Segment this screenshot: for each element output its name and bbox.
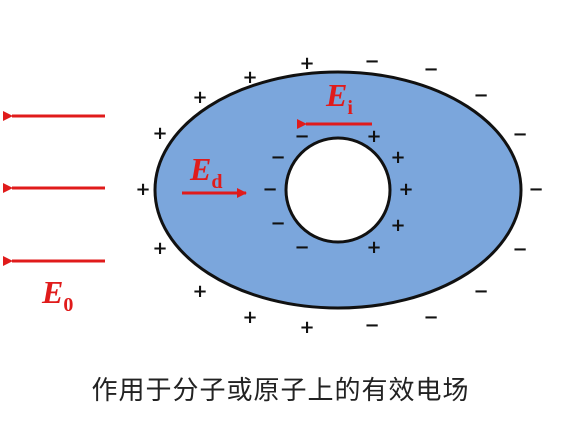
depolarization-field-label: Ed bbox=[189, 151, 222, 193]
outer-positive-charge: + bbox=[242, 307, 257, 328]
outer-positive-charge: + bbox=[135, 179, 150, 200]
cavity-negative-charge: − bbox=[270, 147, 285, 168]
outer-negative-charge: − bbox=[473, 85, 488, 106]
cavity-positive-charge: + bbox=[366, 237, 381, 258]
outer-negative-charge: − bbox=[512, 239, 527, 260]
outer-positive-charge: + bbox=[299, 317, 314, 338]
outer-negative-charge: − bbox=[423, 59, 438, 80]
outer-positive-charge: + bbox=[152, 123, 167, 144]
outer-negative-charge: − bbox=[473, 281, 488, 302]
outer-negative-charge: − bbox=[364, 51, 379, 72]
cavity-negative-charge: − bbox=[262, 179, 277, 200]
cavity-negative-charge: − bbox=[294, 126, 309, 147]
outer-positive-charge: + bbox=[192, 87, 207, 108]
outer-positive-charge: + bbox=[152, 238, 167, 259]
outer-positive-charge: + bbox=[192, 281, 207, 302]
cavity-positive-charge: + bbox=[390, 215, 405, 236]
outer-negative-charge: − bbox=[528, 179, 543, 200]
outer-negative-charge: − bbox=[364, 315, 379, 336]
cavity-positive-charge: + bbox=[398, 179, 413, 200]
outer-positive-charge: + bbox=[299, 53, 314, 74]
outer-positive-charge: + bbox=[242, 67, 257, 88]
cavity-circle bbox=[284, 136, 392, 244]
outer-negative-charge: − bbox=[512, 124, 527, 145]
cavity-negative-charge: − bbox=[270, 213, 285, 234]
inner-field-label: Ei bbox=[325, 77, 353, 119]
outer-negative-charge: − bbox=[423, 307, 438, 328]
cavity-positive-charge: + bbox=[390, 147, 405, 168]
cavity-positive-charge: + bbox=[366, 126, 381, 147]
external-field-label: E0 bbox=[41, 274, 73, 316]
diagram-caption: 作用于分子或原子上的有效电场 bbox=[91, 376, 470, 406]
cavity-negative-charge: − bbox=[294, 237, 309, 258]
